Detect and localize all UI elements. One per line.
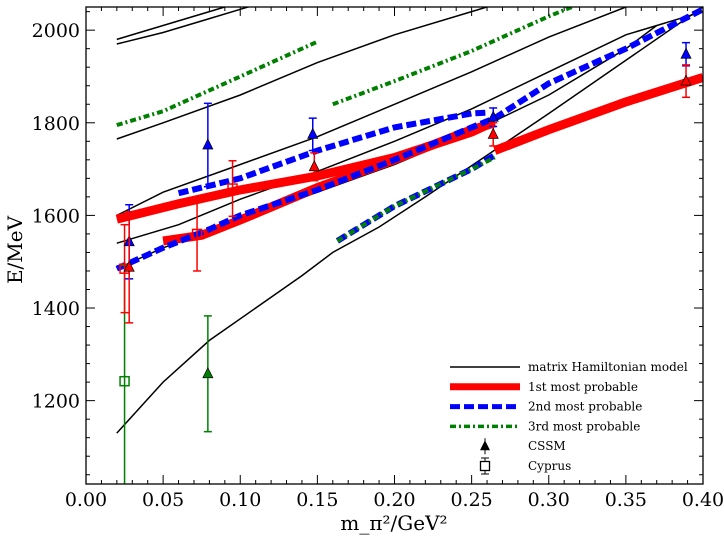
x-tick-label-8: 0.40 — [682, 489, 724, 511]
x-tick-label-5: 0.25 — [450, 489, 492, 511]
cssm-point-4 — [307, 127, 319, 139]
legend-cssm-marker — [480, 440, 490, 451]
model-curve-3 — [116, 7, 628, 217]
cssm-point-7 — [487, 127, 499, 139]
cyprus-point-2 — [191, 228, 203, 240]
legend-label-0: matrix Hamiltonian model — [528, 360, 688, 374]
series-3-segment-2 — [332, 7, 573, 107]
cssm-point-6 — [487, 110, 499, 122]
y-tick-label-2: 1600 — [32, 205, 80, 227]
x-tick-label-4: 0.20 — [373, 489, 415, 511]
cssm-point-1 — [123, 260, 135, 272]
x-tick-label-2: 0.10 — [219, 489, 261, 511]
plot-area — [115, 7, 703, 484]
cssm-point-3 — [202, 366, 214, 379]
series-2-segment-1 — [177, 109, 488, 197]
cssm-point-2 — [202, 138, 214, 150]
x-tick-label-6: 0.30 — [528, 489, 570, 511]
x-tick-label-1: 0.05 — [142, 489, 184, 511]
cyprus-point-3 — [227, 183, 238, 194]
legend-label-4: CSSM — [528, 439, 566, 453]
model-curve-0 — [116, 7, 703, 434]
series-3-segment-0 — [116, 39, 319, 128]
series-2-segment-2 — [493, 7, 703, 121]
model-curve-5 — [116, 7, 251, 45]
cssm-point-5 — [308, 159, 320, 172]
y-tick-label-1: 1400 — [32, 298, 80, 320]
x-tick-label-3: 0.15 — [296, 489, 338, 511]
y-tick-label-3: 1800 — [32, 113, 80, 135]
cssm-point-9 — [680, 74, 692, 86]
series-1-segment-0 — [115, 118, 494, 224]
legend-label-1: 1st most probable — [528, 380, 638, 394]
model-curve-6 — [116, 7, 228, 41]
cyprus-point-0 — [119, 375, 130, 387]
y-axis-label: E/MeV — [3, 215, 27, 284]
legend-label-5: Cyprus — [528, 459, 571, 473]
x-axis-label: m_π²/GeV² — [340, 511, 447, 535]
model-curve-2 — [116, 10, 703, 244]
legend: matrix Hamiltonian model 1st most probabl… — [450, 360, 688, 475]
series-2-segment-0 — [115, 115, 496, 272]
legend-label-2: 2nd most probable — [528, 400, 642, 414]
legend-label-3: 3rd most probable — [528, 419, 640, 433]
series-3-segment-1 — [336, 155, 496, 243]
y-tick-label-4: 2000 — [32, 20, 80, 42]
x-tick-label-7: 0.35 — [605, 489, 647, 511]
y-tick-label-0: 1200 — [32, 391, 80, 413]
cssm-point-8 — [680, 47, 692, 59]
axes: 0.00 0.05 0.10 0.15 0.20 0.25 0.30 0.35 0.40 1200… — [32, 6, 724, 511]
series-1-segment-2 — [493, 73, 703, 155]
x-tick-label-0: 0.00 — [65, 489, 107, 511]
legend-cyprus-marker — [479, 460, 491, 472]
